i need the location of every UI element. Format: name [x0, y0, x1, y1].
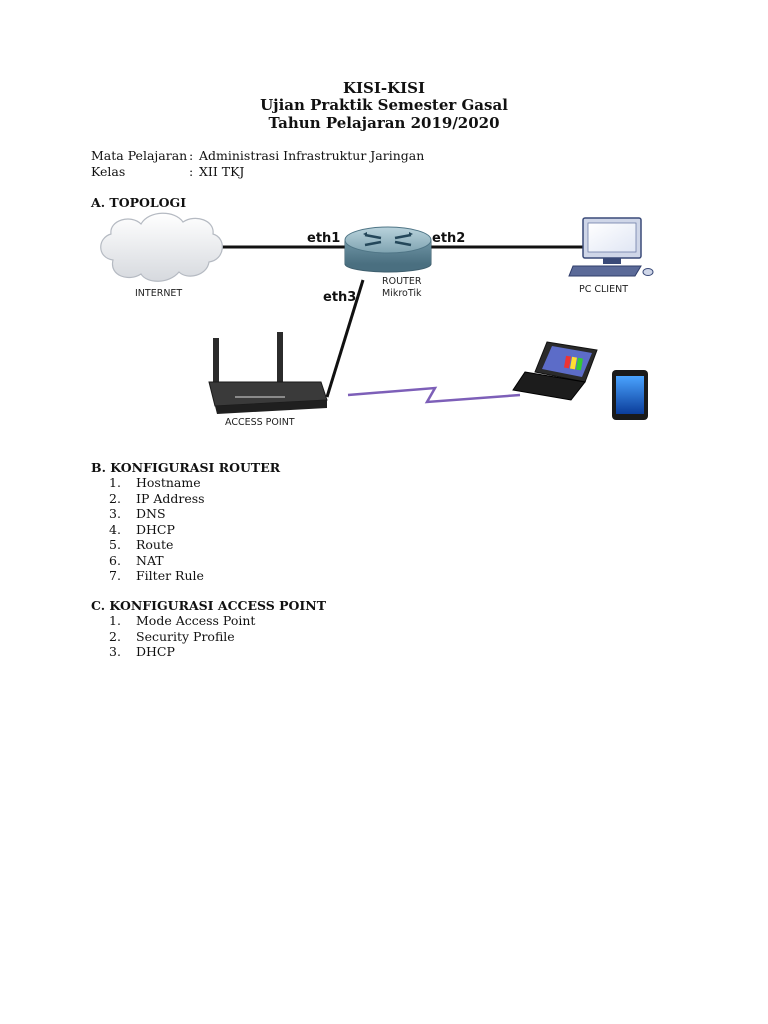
list-item: 2.Security Profile: [109, 628, 235, 644]
list-item: 2.IP Address: [109, 490, 205, 506]
section-ap-title: C. KONFIGURASI ACCESS POINT: [91, 598, 327, 613]
list-item: 1.Hostname: [109, 475, 201, 490]
pc-icon: [568, 217, 654, 277]
eth2-label: eth2: [432, 231, 465, 246]
section-topologi-title: A. TOPOLOGI: [91, 195, 187, 210]
list-item: 6.NAT: [109, 552, 164, 568]
router-brand-label: MikroTik: [382, 288, 422, 299]
list-item: 3.DHCP: [109, 644, 175, 659]
subject-colon: :: [189, 148, 194, 163]
router-label: ROUTER: [382, 276, 422, 287]
pc-client-label: PC CLIENT: [579, 284, 628, 295]
doc-title: KISI-KISI: [342, 79, 426, 97]
list-item: 5.Route: [109, 537, 174, 552]
class-value: XII TKJ: [199, 164, 245, 179]
eth3-label: eth3: [323, 290, 356, 305]
wireless-link: [347, 386, 521, 404]
class-label: Kelas: [91, 164, 126, 179]
class-row: Kelas: XII TKJ: [91, 164, 244, 179]
subject-row: Mata Pelajaran: Administrasi Infrastruktu…: [91, 148, 424, 163]
doc-year: Tahun Pelajaran 2019/2020: [268, 114, 500, 132]
cloud-icon: [100, 212, 223, 282]
eth1-label: eth1: [307, 231, 340, 246]
internet-label: INTERNET: [135, 288, 182, 299]
router-config-list: 1.Hostname 2.IP Address 3.DNS 4.DHCP 5.R…: [109, 475, 205, 584]
list-item: 1.Mode Access Point: [109, 613, 256, 628]
list-item: 3.DNS: [109, 506, 166, 521]
section-router-title: B. KONFIGURASI ROUTER: [91, 460, 281, 475]
topology-diagram: INTERNET ROUTER MikroTik eth1 eth2 eth3 …: [100, 212, 654, 428]
doc-subtitle: Ujian Praktik Semester Gasal: [260, 96, 508, 114]
link-eth3: [325, 279, 365, 398]
subject-label: Mata Pelajaran: [91, 148, 188, 163]
laptop-icon: [512, 341, 598, 401]
class-colon: :: [189, 164, 194, 179]
ap-config-list: 1.Mode Access Point 2.Security Profile 3…: [109, 613, 255, 660]
subject-value: Administrasi Infrastruktur Jaringan: [199, 148, 425, 163]
access-point-icon: [208, 332, 328, 414]
list-item: 4.DHCP: [109, 521, 175, 537]
tablet-icon: [612, 370, 648, 420]
router-icon: [344, 226, 432, 273]
access-point-label: ACCESS POINT: [225, 417, 295, 428]
list-item: 7.Filter Rule: [109, 568, 204, 583]
